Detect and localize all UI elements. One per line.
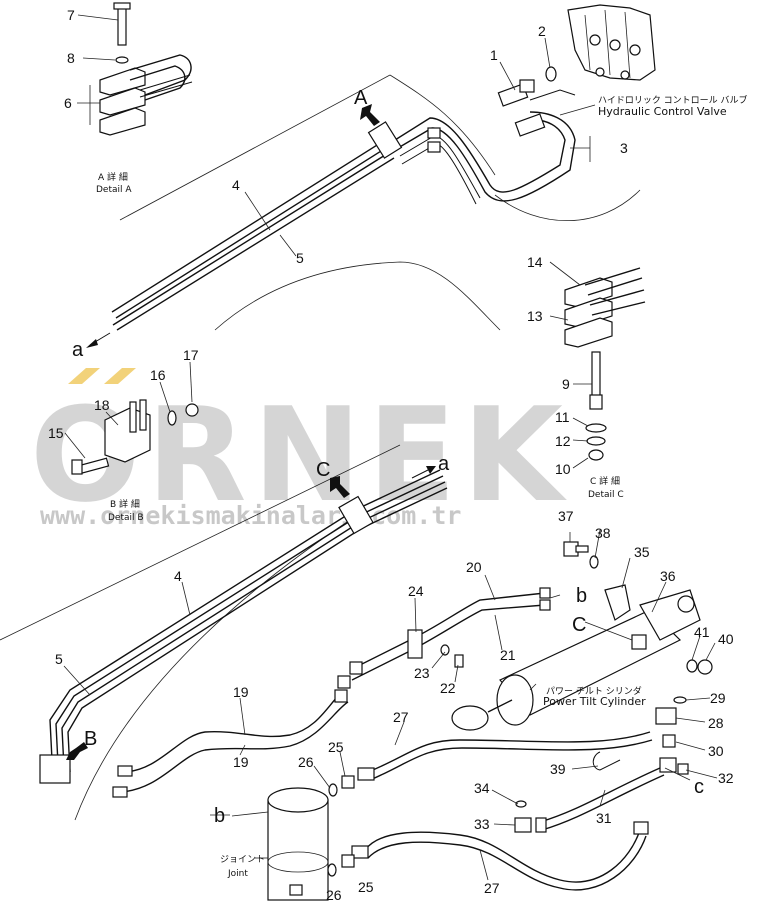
callout-19-upper: 19 (233, 684, 249, 700)
callout-40: 40 (718, 631, 734, 647)
callout-3: 3 (620, 140, 628, 156)
callout-1: 1 (490, 47, 498, 63)
callout-24: 24 (408, 583, 424, 599)
callout-21: 21 (500, 647, 516, 663)
letter-b-joint: b (214, 805, 225, 827)
callout-25-upper: 25 (328, 739, 344, 755)
callout-11: 11 (555, 409, 570, 425)
callout-5-upper: 5 (296, 250, 304, 266)
watermark-accent-right (104, 368, 136, 384)
callout-4-upper: 4 (232, 177, 240, 193)
letter-b-right: b (576, 585, 587, 607)
callout-19-lower: 19 (233, 754, 249, 770)
letter-C-marker: C (316, 459, 330, 481)
callout-41: 41 (694, 624, 710, 640)
detail-c-label-en: Detail C (588, 490, 624, 500)
arrow-a-icon (360, 104, 380, 126)
callout-27-lower: 27 (484, 880, 500, 896)
joint-label-en: Joint (227, 869, 248, 879)
callout-30: 30 (708, 743, 724, 759)
callout-26-upper: 26 (298, 754, 314, 770)
callout-22: 22 (440, 680, 456, 696)
letter-a-lower: a (438, 453, 450, 475)
callout-25-lower: 25 (358, 879, 374, 895)
callout-31: 31 (596, 810, 612, 826)
pipes-20-21 (334, 587, 551, 703)
joint (267, 775, 355, 901)
ptc-label-jp: パワー チルト シリンダ (546, 685, 642, 697)
callout-28: 28 (708, 715, 724, 731)
callout-32: 32 (718, 770, 734, 786)
callout-8: 8 (67, 50, 75, 66)
hcv-label-jp: ハイドロリック コントロール バルブ (598, 94, 748, 106)
callout-13: 13 (527, 308, 543, 324)
callout-20: 20 (466, 559, 482, 575)
arrow-a-upper (86, 332, 111, 348)
detail-a-clamp (99, 2, 193, 136)
callout-37: 37 (558, 508, 574, 524)
callout-23: 23 (414, 665, 430, 681)
callout-14: 14 (527, 254, 543, 270)
letter-B-marker: B (84, 728, 97, 750)
callout-6: 6 (64, 95, 72, 111)
callout-4-lower: 4 (174, 568, 182, 584)
letter-C-cylinder: C (572, 614, 586, 636)
hcv-label-en: Hydraulic Control Valve (598, 105, 727, 118)
detail-a-label-jp: A 詳 細 (98, 171, 128, 183)
upper-frame-lines (119, 74, 641, 331)
callout-34: 34 (474, 780, 490, 796)
callout-27-upper: 27 (393, 709, 409, 725)
callout-33: 33 (474, 816, 490, 832)
callout-15: 15 (48, 425, 64, 441)
upper-hydraulic-pipes (111, 111, 576, 331)
joint-label-jp: ジョイント (220, 855, 265, 865)
callout-38: 38 (595, 525, 611, 541)
callout-35: 35 (634, 544, 650, 560)
callout-17: 17 (183, 347, 199, 363)
callout-numbers: 1 2 3 4 5 6 7 8 9 10 11 12 13 14 15 16 1… (48, 7, 734, 903)
arrow-c-icon (330, 476, 350, 498)
callout-12: 12 (555, 433, 571, 449)
callout-5-lower: 5 (55, 651, 63, 667)
callout-10: 10 (555, 461, 571, 477)
watermark-accent-left (68, 368, 100, 384)
callout-18: 18 (94, 397, 110, 413)
callout-36: 36 (660, 568, 676, 584)
leader-lines (63, 14, 718, 881)
callout-26-lower: 26 (326, 887, 342, 903)
ptc-label-en: Power Tilt Cylinder (543, 695, 646, 708)
arrow-a-lower (411, 466, 436, 479)
lower-hydraulic-pipes (39, 469, 448, 784)
hose-19 (112, 689, 349, 798)
callout-29: 29 (710, 690, 726, 706)
detail-c-clamp (564, 267, 646, 461)
arrow-b-icon (66, 742, 88, 760)
letter-a-upper: a (72, 339, 84, 361)
letter-markers: A a a C B b b C c (72, 87, 704, 827)
detail-b-bracket (71, 399, 199, 475)
detail-a-label-en: Detail A (96, 185, 132, 195)
valve-fittings (497, 66, 576, 137)
watermark-url: www.ornekismakinalari.com.tr (40, 501, 461, 530)
callout-9: 9 (562, 376, 570, 392)
letter-A-marker: A (354, 87, 368, 109)
callout-2: 2 (538, 23, 546, 39)
callout-16: 16 (150, 367, 166, 383)
callout-39: 39 (550, 761, 566, 777)
detail-b-label-jp: B 詳 細 (110, 498, 140, 510)
hose-27-lower (351, 821, 649, 891)
hose-31 (514, 734, 689, 833)
detail-c-label-jp: C 詳 細 (590, 475, 620, 487)
captions: ハイドロリック コントロール バルブ Hydraulic Control Val… (96, 94, 748, 879)
detail-b-label-en: Detail B (108, 513, 144, 523)
power-tilt-cylinder (451, 584, 701, 731)
hydraulic-control-valve (567, 4, 656, 81)
hose-27-upper (357, 707, 677, 781)
letter-c-lower: c (694, 776, 704, 798)
callout-7: 7 (67, 7, 75, 23)
